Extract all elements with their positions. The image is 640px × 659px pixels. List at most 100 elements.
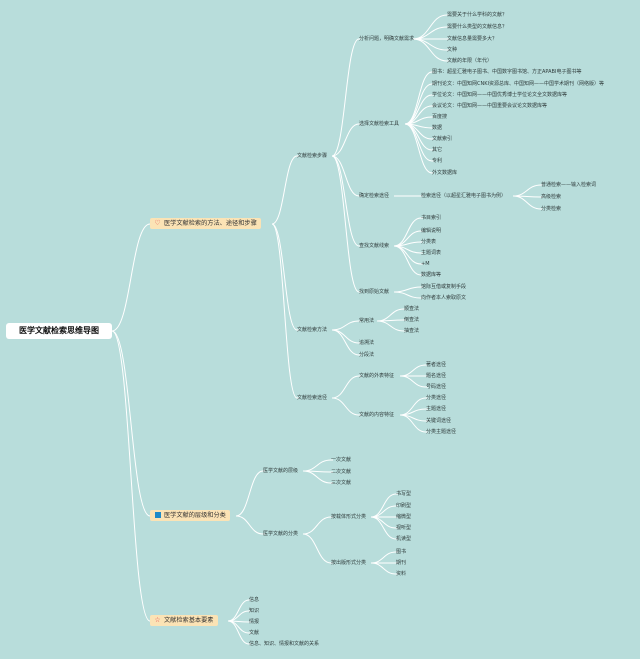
connector-line bbox=[331, 329, 361, 344]
branch-elements[interactable]: ☆文献检索基本要素 bbox=[150, 615, 218, 626]
leaf-item[interactable]: 主题词表 bbox=[421, 250, 442, 256]
leaf-item[interactable]: 学位论文：中国知网——中国优秀博士学位论文全文数据库等 bbox=[432, 92, 568, 98]
topic-levels[interactable]: 医学文献的层级 bbox=[263, 468, 299, 474]
connector-line bbox=[111, 330, 152, 622]
leaf-item[interactable]: 文种 bbox=[447, 47, 458, 53]
leaf-item[interactable]: 情报 bbox=[249, 619, 260, 625]
leaf-item[interactable]: 文献的年限（年代） bbox=[447, 58, 493, 64]
leaf-item[interactable]: 需要关于什么学科的文献？ bbox=[447, 12, 508, 18]
connector-line bbox=[331, 397, 361, 416]
leaf-item[interactable]: 题名途径 bbox=[426, 373, 447, 379]
topic-search-steps[interactable]: 文献检索步骤 bbox=[297, 153, 328, 159]
leaf-item[interactable]: 馆际互借或复制手段 bbox=[421, 284, 467, 290]
connector-line bbox=[271, 223, 299, 331]
method-segment[interactable]: 分段法 bbox=[359, 352, 375, 358]
star-icon: ☆ bbox=[154, 616, 161, 624]
connector-line bbox=[235, 470, 265, 517]
path-example[interactable]: 检索途径（以超星汇雅电子图书为例） bbox=[421, 193, 507, 199]
leaf-item[interactable]: 二次文献 bbox=[331, 469, 352, 475]
connector-line bbox=[393, 245, 423, 265]
connector-line bbox=[235, 515, 265, 535]
heart-icon: ♡ bbox=[154, 219, 161, 227]
connector-line bbox=[331, 155, 361, 293]
leaf-item[interactable]: 文献信息量需要多大？ bbox=[447, 36, 498, 42]
step-find-clues[interactable]: 查找文献线索 bbox=[359, 243, 390, 249]
leaf-item[interactable]: 分类表 bbox=[421, 239, 437, 245]
leaf-item[interactable]: 书目索引 bbox=[421, 215, 442, 221]
leaf-item[interactable]: 百度搜 bbox=[432, 114, 448, 120]
branch-label: 医学文献检索的方法、途径和步骤 bbox=[164, 220, 257, 227]
leaf-item[interactable]: 外文数据库 bbox=[432, 170, 458, 176]
leaf-item[interactable]: 需要什么类型的文献信息？ bbox=[447, 24, 508, 30]
leaf-item[interactable]: 印刷型 bbox=[396, 503, 412, 509]
leaf-item[interactable]: 号码途径 bbox=[426, 384, 447, 390]
branch-methods[interactable]: ♡医学文献检索的方法、途径和步骤 bbox=[150, 218, 261, 229]
leaf-item[interactable]: 向作者本人索取原文 bbox=[421, 295, 467, 301]
leaf-item[interactable]: 书写型 bbox=[396, 491, 412, 497]
connector-line bbox=[227, 610, 251, 622]
leaf-item[interactable]: +M bbox=[421, 261, 430, 267]
step-get-original[interactable]: 找到原始文献 bbox=[359, 289, 390, 295]
connector-line bbox=[412, 26, 449, 40]
leaf-item[interactable]: 缩微型 bbox=[396, 514, 412, 520]
step-analyze[interactable]: 分析问题，明确文献需求 bbox=[359, 36, 415, 42]
leaf-item[interactable]: 会议论文：中国知网——中国重要会议论文数据库等 bbox=[432, 103, 548, 109]
leaf-item[interactable]: 文献 bbox=[249, 630, 260, 636]
leaf-item[interactable]: 著者途径 bbox=[426, 362, 447, 368]
branch-levels[interactable]: 医学文献的层级和分类 bbox=[150, 510, 230, 521]
leaf-item[interactable]: 图书 bbox=[396, 549, 407, 555]
leaf-item[interactable]: 数据库等 bbox=[421, 272, 442, 278]
connector-line bbox=[271, 223, 299, 399]
method-trace[interactable]: 追溯法 bbox=[359, 340, 375, 346]
leaf-item[interactable]: 数据 bbox=[432, 125, 443, 131]
path-external[interactable]: 文献的外表特征 bbox=[359, 373, 395, 379]
leaf-item[interactable]: 信息、知识、情报和文献的关系 bbox=[249, 641, 320, 647]
blue-square-icon bbox=[153, 510, 162, 521]
connector-line bbox=[393, 291, 423, 299]
leaf-item[interactable]: 三次文献 bbox=[331, 480, 352, 486]
leaf-item[interactable]: 资料 bbox=[396, 571, 407, 577]
leaf-item[interactable]: 一次文献 bbox=[331, 457, 352, 463]
class-publication[interactable]: 按出版形式分类 bbox=[331, 560, 367, 566]
leaf-item[interactable]: 专利 bbox=[432, 158, 443, 164]
topic-classification[interactable]: 医学文献的分类 bbox=[263, 531, 299, 537]
connector-line bbox=[227, 620, 251, 634]
connector-line bbox=[271, 155, 299, 225]
leaf-item[interactable]: 期刊 bbox=[396, 560, 407, 566]
connector-line bbox=[404, 83, 434, 125]
leaf-item[interactable]: 视听型 bbox=[396, 525, 412, 531]
leaf-item[interactable]: 其它 bbox=[432, 147, 443, 153]
class-carrier[interactable]: 按载体形式分类 bbox=[331, 514, 367, 520]
leaf-item[interactable]: 分类途径 bbox=[426, 395, 447, 401]
path-internal[interactable]: 文献的内容特征 bbox=[359, 412, 395, 418]
leaf-item[interactable]: 倒查法 bbox=[404, 317, 420, 323]
leaf-item[interactable]: 抽查法 bbox=[404, 328, 420, 334]
leaf-item[interactable]: 分类检索 bbox=[541, 206, 562, 212]
step-choose-tools[interactable]: 选择文献检索工具 bbox=[359, 121, 400, 127]
leaf-item[interactable]: 关键词途径 bbox=[426, 418, 452, 424]
leaf-item[interactable]: 高级检索 bbox=[541, 194, 562, 200]
leaf-item[interactable]: 编辑说明 bbox=[421, 228, 442, 234]
connector-line bbox=[111, 223, 152, 332]
method-common[interactable]: 常用法 bbox=[359, 318, 375, 324]
leaf-item[interactable]: 普通检索——输入检索词 bbox=[541, 182, 597, 188]
leaf-item[interactable]: 分类主题途径 bbox=[426, 429, 457, 435]
step-define-path[interactable]: 确定检索途径 bbox=[359, 193, 390, 199]
connector-line bbox=[376, 308, 406, 322]
root-node[interactable]: 医学文献检索思维导图 bbox=[6, 323, 112, 339]
leaf-item[interactable]: 文献索引 bbox=[432, 136, 453, 142]
leaf-item[interactable]: 知识 bbox=[249, 608, 260, 614]
topic-search-paths[interactable]: 文献检索途径 bbox=[297, 395, 328, 401]
leaf-item[interactable]: 图书：超星汇雅电子图书、中国数字图书馆、方正APABI电子图书等 bbox=[432, 69, 582, 75]
topic-search-methods[interactable]: 文献检索方法 bbox=[297, 327, 328, 333]
leaf-item[interactable]: 机读型 bbox=[396, 536, 412, 542]
leaf-item[interactable]: 期刊论文：中国知网CNKI资源总库、中国知网——中国学术期刊（网络版）等 bbox=[432, 81, 604, 87]
connector-line bbox=[404, 123, 434, 174]
connector-line bbox=[302, 516, 333, 535]
connector-line bbox=[376, 320, 406, 332]
leaf-item[interactable]: 顺查法 bbox=[404, 306, 420, 312]
leaf-item[interactable]: 信息 bbox=[249, 597, 260, 603]
leaf-item[interactable]: 主题途径 bbox=[426, 406, 447, 412]
connector-line bbox=[331, 320, 361, 331]
